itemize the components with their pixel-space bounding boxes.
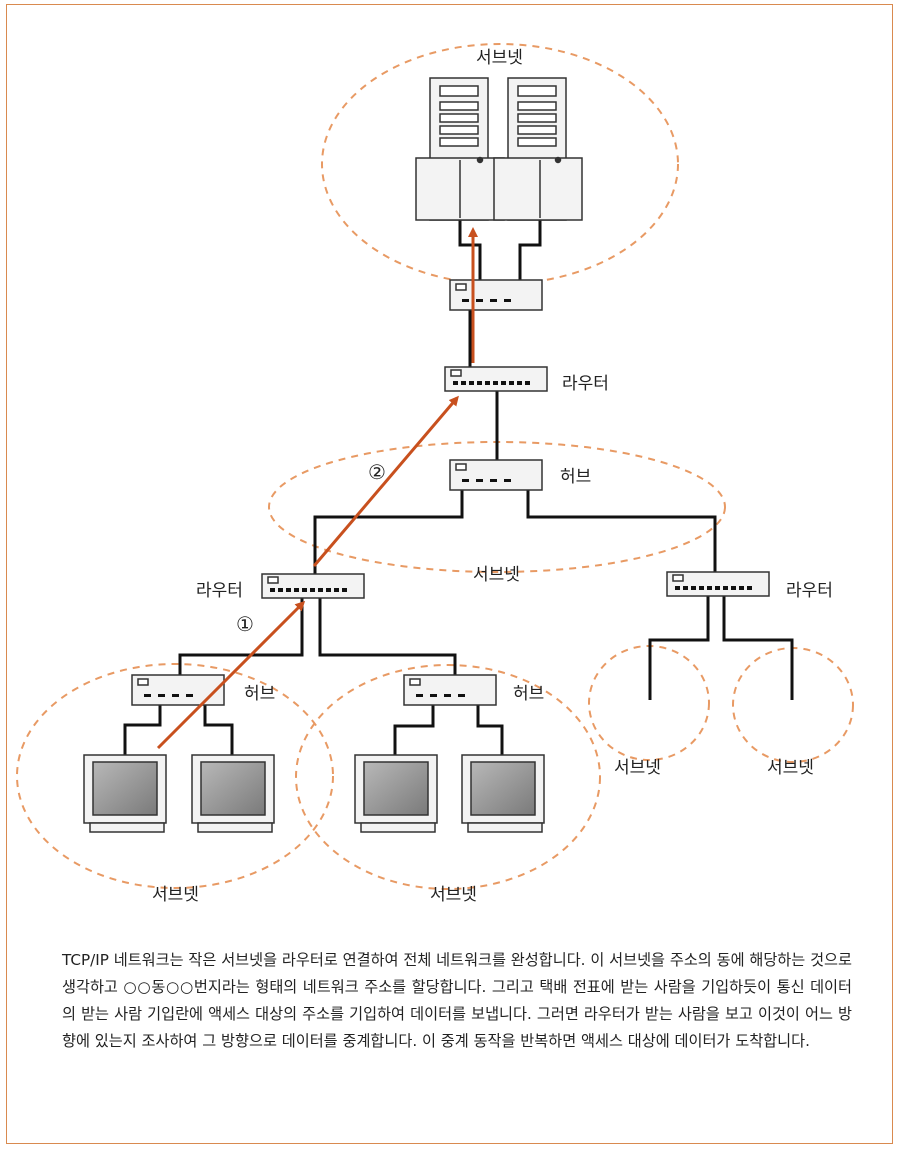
label-hub-middle: 허브 — [560, 467, 592, 487]
hub-left-b — [403, 674, 497, 706]
pc-4 — [461, 754, 545, 833]
label-subnet-bottom-a: 서브넷 — [152, 885, 199, 905]
data-path — [156, 227, 478, 750]
pc-1 — [83, 754, 167, 833]
label-step-2: ② — [368, 460, 386, 484]
hub-top — [449, 279, 543, 311]
router-right — [666, 571, 770, 597]
arrow-step-1 — [156, 600, 306, 750]
pc-3 — [354, 754, 438, 833]
router-left — [261, 573, 365, 599]
server-left — [415, 77, 505, 221]
arrow-step-2 — [312, 395, 459, 567]
caption-text: TCP/IP 네트워크는 작은 서브넷을 라우터로 연결하여 전체 네트워크를 … — [62, 951, 852, 1050]
label-step-1: ① — [236, 612, 254, 636]
hub-middle — [449, 459, 543, 491]
network-cables — [123, 220, 794, 755]
label-subnet-right-a: 서브넷 — [614, 758, 661, 778]
figure-frame — [6, 4, 893, 1144]
label-subnet-middle: 서브넷 — [473, 565, 520, 585]
hub-left-a — [131, 674, 225, 706]
label-hub-left-b: 허브 — [513, 684, 545, 704]
label-router-top: 라우터 — [562, 374, 609, 394]
label-subnet-bottom-b: 서브넷 — [430, 885, 477, 905]
label-router-right: 라우터 — [786, 581, 833, 601]
router-top — [444, 366, 548, 392]
server-right — [493, 77, 583, 221]
label-subnet-top: 서브넷 — [476, 48, 523, 68]
subnet-ellipse-bottom-b — [295, 664, 601, 890]
label-subnet-right-b: 서브넷 — [767, 758, 814, 778]
label-router-left: 라우터 — [196, 581, 243, 601]
label-hub-left-a: 허브 — [244, 684, 276, 704]
pc-2 — [191, 754, 275, 833]
subnet-ellipse-bottom-a — [16, 663, 334, 889]
